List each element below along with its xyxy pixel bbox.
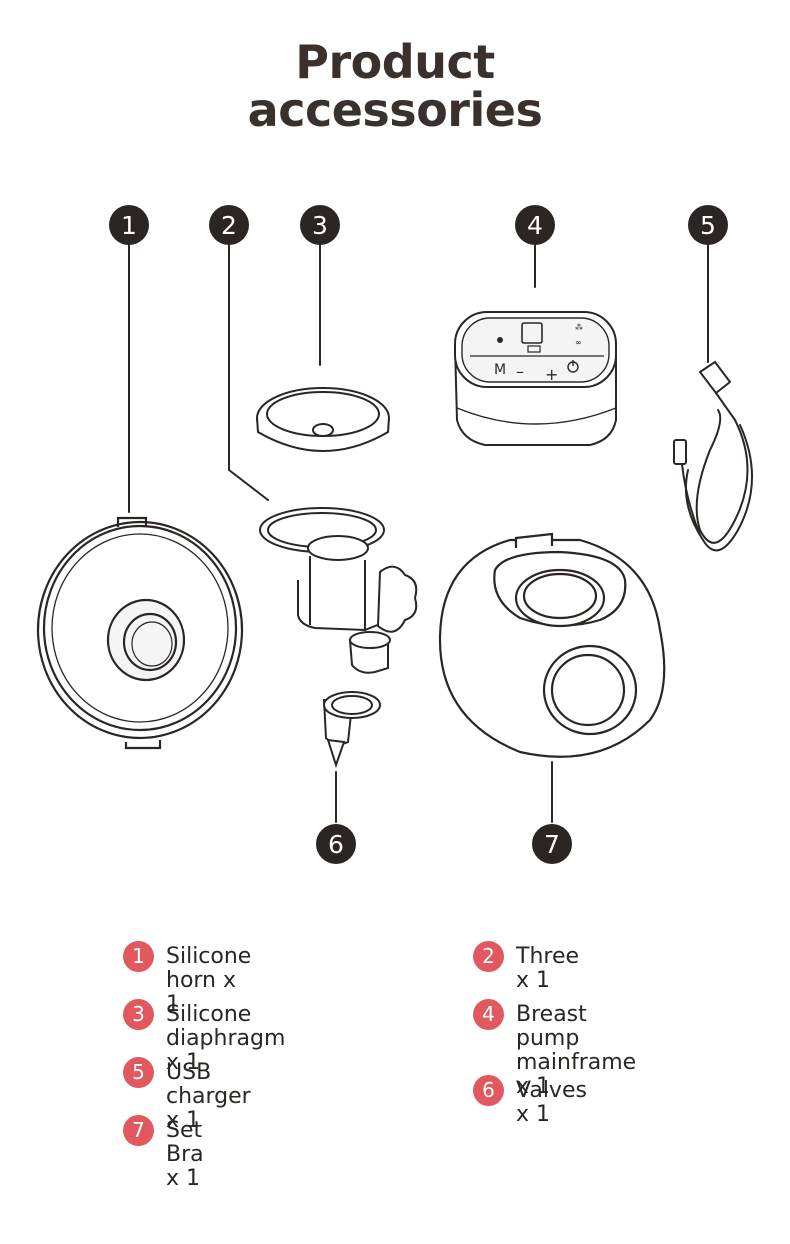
mainframe-control-panel: M – + bbox=[494, 360, 579, 384]
silicone-horn-illustration bbox=[36, 516, 244, 750]
number-badge: 6 bbox=[473, 1075, 504, 1106]
number-badge: 2 bbox=[473, 941, 504, 972]
svg-text:7: 7 bbox=[544, 830, 560, 859]
svg-text:1: 1 bbox=[121, 211, 137, 240]
minus-button-label: – bbox=[516, 362, 524, 381]
tee-connector-illustration bbox=[259, 507, 418, 674]
title-line-2: accessories bbox=[247, 83, 543, 137]
marker-4: 4 bbox=[515, 205, 555, 245]
item-label: Valves x 1 bbox=[516, 1078, 587, 1127]
marker-3: 3 bbox=[300, 205, 340, 245]
leader-line-2 bbox=[228, 244, 269, 501]
mode-button-label: M bbox=[494, 362, 506, 378]
svg-text:4: 4 bbox=[527, 211, 543, 240]
number-badge: 3 bbox=[123, 999, 154, 1030]
title-line-1: Product bbox=[295, 35, 495, 89]
page-title: Product accessories bbox=[0, 38, 790, 134]
marker-5: 5 bbox=[688, 205, 728, 245]
marker-7: 7 bbox=[532, 824, 572, 864]
silicone-diaphragm-illustration bbox=[256, 387, 390, 452]
item-label: Set Bra x 1 bbox=[166, 1118, 204, 1191]
pump-mainframe-illustration: ⁂ ∞ bbox=[454, 311, 617, 446]
svg-text:⁂: ⁂ bbox=[575, 322, 583, 332]
marker-1: 1 bbox=[109, 205, 149, 245]
number-badge: 5 bbox=[123, 1057, 154, 1088]
svg-text:6: 6 bbox=[328, 830, 344, 859]
marker-2: 2 bbox=[209, 205, 249, 245]
item-label: Silicone diaphragm x 1 bbox=[166, 1002, 286, 1075]
svg-text:3: 3 bbox=[312, 211, 328, 240]
list-item: 7 Set Bra x 1 bbox=[123, 1115, 204, 1191]
number-badge: 4 bbox=[473, 999, 504, 1030]
marker-6: 6 bbox=[316, 824, 356, 864]
item-label: USB charger x 1 bbox=[166, 1060, 251, 1133]
list-item: 2 Three x 1 bbox=[473, 941, 580, 993]
svg-text:5: 5 bbox=[700, 211, 716, 240]
list-item: 1 Silicone horn x 1 bbox=[123, 941, 252, 1017]
svg-text:∞: ∞ bbox=[575, 338, 582, 347]
number-badge: 1 bbox=[123, 941, 154, 972]
power-icon bbox=[567, 360, 579, 373]
item-label: Three x 1 bbox=[516, 944, 580, 993]
number-badge: 7 bbox=[123, 1115, 154, 1146]
list-item: 5 USB charger x 1 bbox=[123, 1057, 251, 1133]
plus-button-label: + bbox=[545, 365, 558, 384]
item-label: Silicone horn x 1 bbox=[166, 944, 252, 1017]
svg-text:2: 2 bbox=[221, 211, 237, 240]
list-item: 3 Silicone diaphragm x 1 bbox=[123, 999, 286, 1075]
set-bra-illustration bbox=[438, 532, 666, 758]
list-item: 6 Valves x 1 bbox=[473, 1075, 587, 1127]
valve-illustration bbox=[322, 691, 381, 769]
list-item: 4 Breast pump mainframe x 1 bbox=[473, 999, 637, 1099]
usb-charger-illustration bbox=[673, 360, 753, 552]
product-diagram: ⁂ ∞ M – + bbox=[36, 205, 753, 864]
item-label: Breast pump mainframe x 1 bbox=[516, 1002, 637, 1099]
